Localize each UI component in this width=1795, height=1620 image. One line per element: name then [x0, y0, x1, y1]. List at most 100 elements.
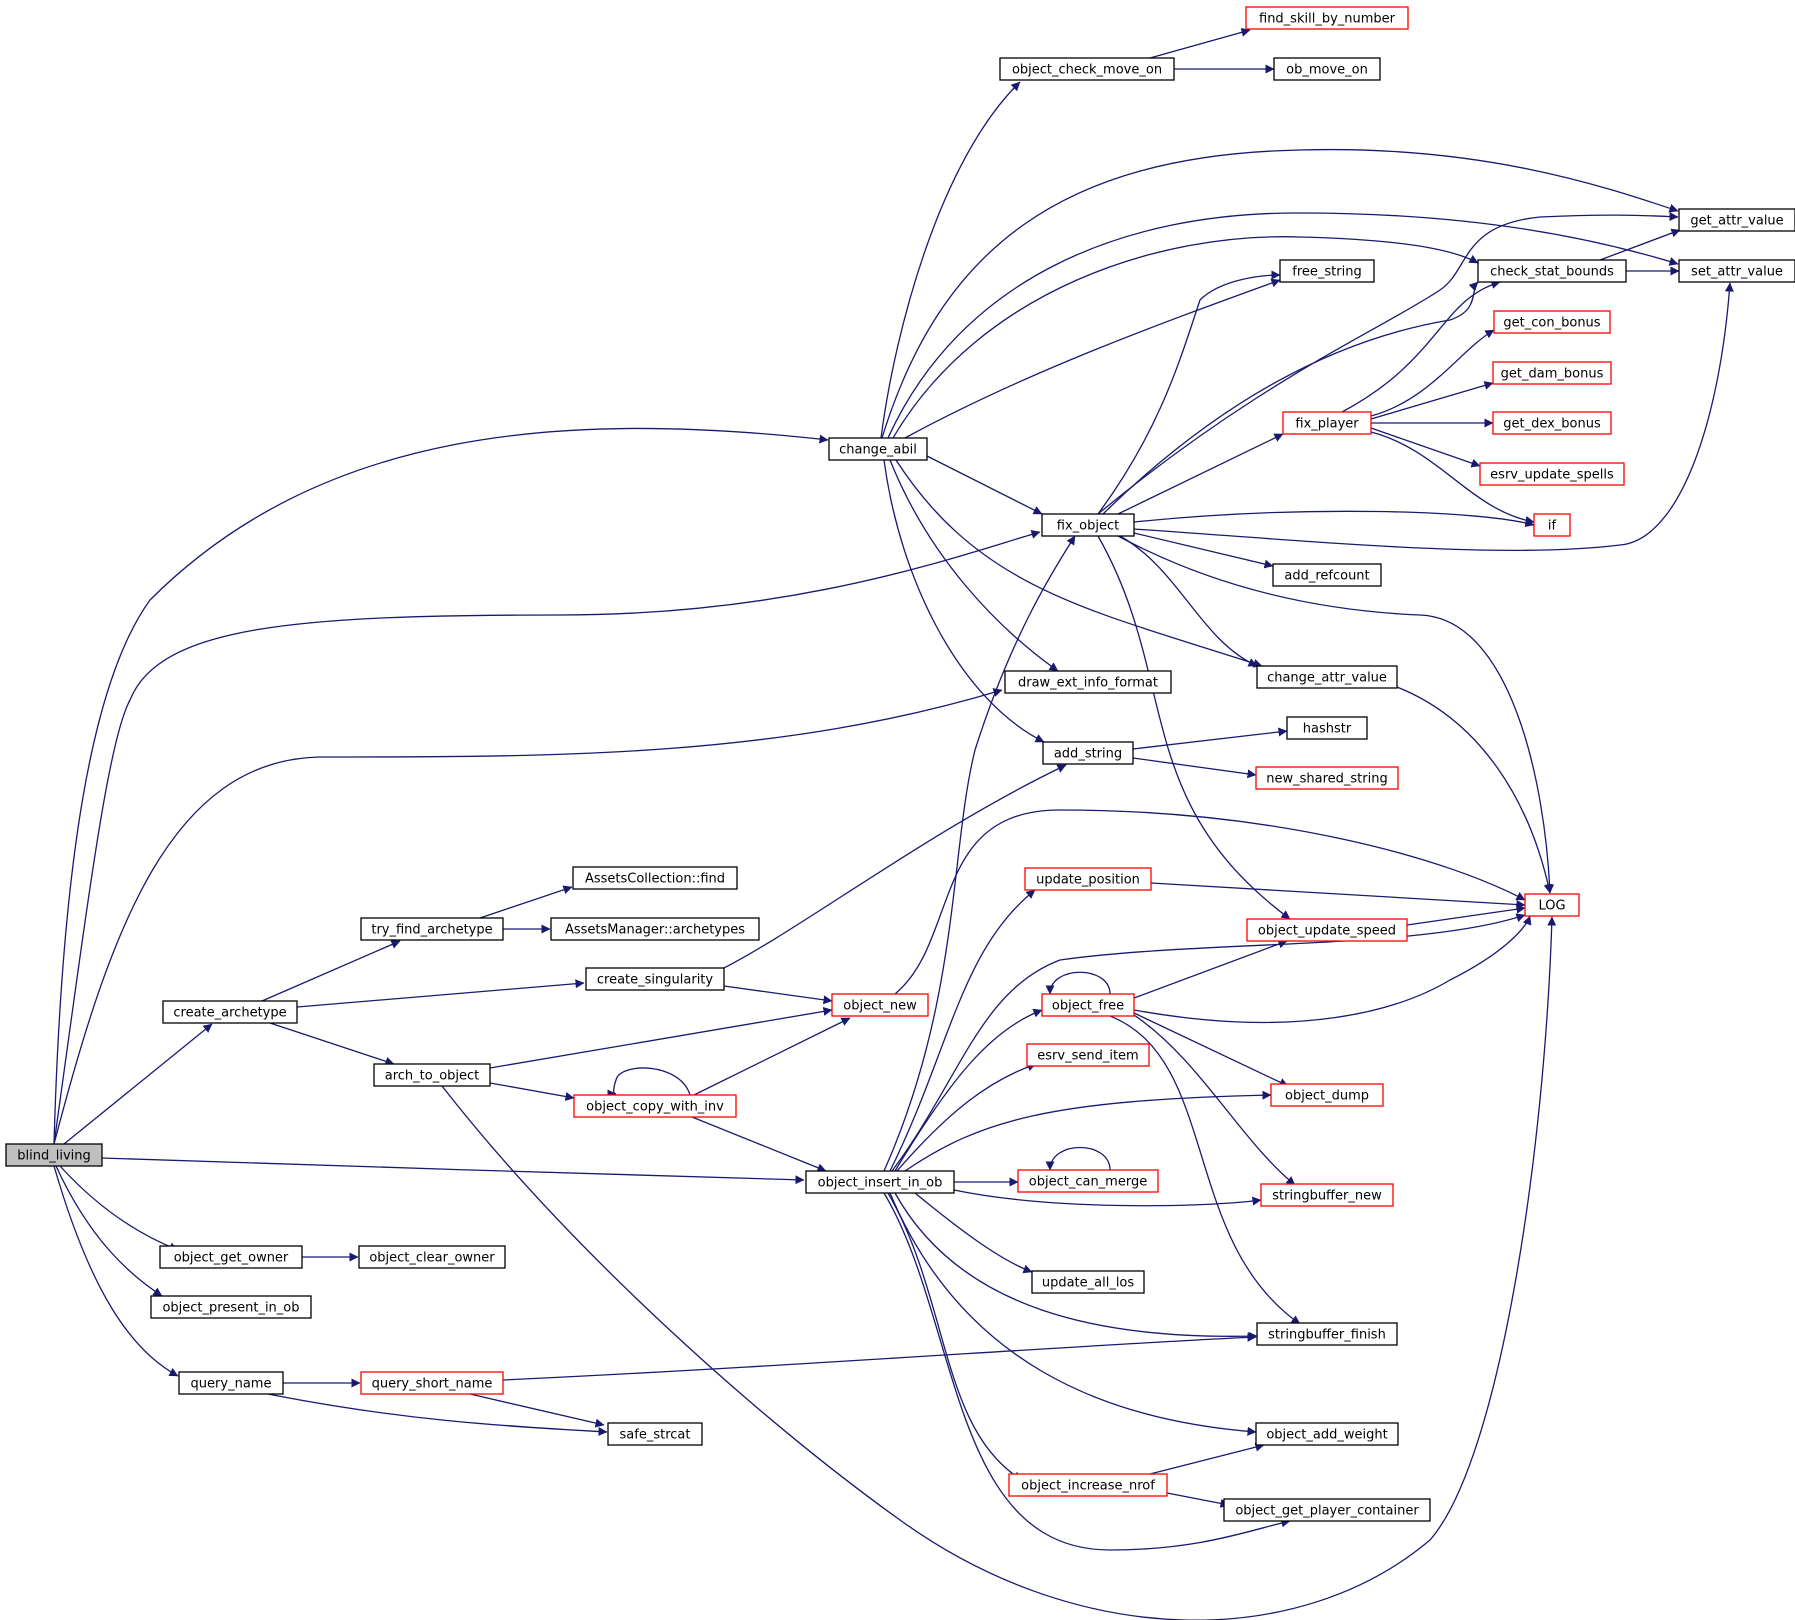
- node-change_attr_value[interactable]: change_attr_value: [1256, 665, 1398, 689]
- node-add_string[interactable]: add_string: [1042, 741, 1134, 765]
- edge-fix_object-to-free_string: [1097, 270, 1281, 515]
- node-update_position[interactable]: update_position: [1024, 867, 1152, 891]
- edge-add_string-to-hashstr: [1132, 727, 1288, 750]
- edge-object_insert_in_ob-to-object_add_weight: [889, 1192, 1257, 1436]
- edge-object_can_merge-to-object_can_merge: [1045, 1147, 1111, 1171]
- node-object_insert_in_ob[interactable]: object_insert_in_ob: [805, 1170, 955, 1194]
- node-object_add_weight[interactable]: object_add_weight: [1255, 1422, 1399, 1446]
- edge-change_abil-to-object_check_move_on: [880, 81, 1021, 439]
- node-object_dump[interactable]: object_dump: [1270, 1083, 1384, 1107]
- node-object_present_in_ob[interactable]: object_present_in_ob: [150, 1295, 312, 1319]
- edge-fix_object-to-get_attr_value: [1097, 212, 1679, 515]
- node-fix_player[interactable]: fix_player: [1282, 411, 1372, 435]
- node-box: [1260, 1183, 1394, 1207]
- node-label: AssetsCollection::find: [585, 872, 725, 887]
- edge-object_insert_in_ob-to-fix_object: [883, 535, 1076, 1172]
- node-esrv_update_spells[interactable]: esrv_update_spells: [1479, 462, 1625, 486]
- edge-fix_player-to-check_stat_bounds: [1341, 280, 1501, 413]
- node-set_attr_value[interactable]: set_attr_value: [1678, 259, 1795, 283]
- node-query_short_name[interactable]: query_short_name: [360, 1371, 504, 1395]
- edge-fix_object-to-add_refcount: [1133, 532, 1274, 569]
- node-label: LOG: [1538, 899, 1565, 914]
- edge-create_archetype-to-create_singularity: [296, 979, 585, 1008]
- node-label: get_attr_value: [1690, 214, 1783, 229]
- edge-create_archetype-to-arch_to_object: [269, 1022, 395, 1066]
- node-label: set_attr_value: [1691, 265, 1783, 280]
- node-object_copy_with_inv[interactable]: object_copy_with_inv: [573, 1094, 737, 1118]
- node-object_clear_owner[interactable]: object_clear_owner: [358, 1245, 506, 1269]
- node-add_refcount[interactable]: add_refcount: [1272, 563, 1382, 587]
- edge-try_find_archetype-to-assets_find: [479, 885, 573, 919]
- node-box: [607, 1422, 703, 1446]
- node-query_name[interactable]: query_name: [178, 1371, 284, 1395]
- edge-object_update_speed-to-LOG: [1406, 904, 1526, 926]
- node-change_abil[interactable]: change_abil: [828, 437, 928, 461]
- node-try_find_archetype[interactable]: try_find_archetype: [360, 917, 504, 941]
- node-get_attr_value[interactable]: get_attr_value: [1678, 208, 1795, 232]
- node-LOG[interactable]: LOG: [1524, 893, 1580, 917]
- edge-create_singularity-to-add_string: [719, 764, 1067, 971]
- node-label: query_name: [191, 1377, 272, 1392]
- node-if[interactable]: if: [1533, 513, 1571, 537]
- node-check_stat_bounds[interactable]: check_stat_bounds: [1477, 259, 1627, 283]
- node-object_can_merge[interactable]: object_can_merge: [1017, 1169, 1159, 1193]
- node-object_free[interactable]: object_free: [1041, 993, 1135, 1017]
- edge-change_abil-to-change_attr_value: [895, 459, 1263, 668]
- node-arch_to_object[interactable]: arch_to_object: [373, 1063, 491, 1087]
- node-label: free_string: [1292, 265, 1361, 280]
- node-get_dex_bonus[interactable]: get_dex_bonus: [1492, 411, 1612, 435]
- node-draw_ext_info_format[interactable]: draw_ext_info_format: [1004, 670, 1172, 694]
- node-label: try_find_archetype: [371, 923, 492, 938]
- node-hashstr[interactable]: hashstr: [1286, 716, 1368, 740]
- node-label: object_new: [843, 999, 917, 1014]
- node-box: [1273, 57, 1381, 81]
- node-get_con_bonus[interactable]: get_con_bonus: [1493, 310, 1611, 334]
- node-box: [550, 917, 760, 941]
- node-box: [1477, 259, 1627, 283]
- edge-fix_object-to-fix_player: [1117, 433, 1284, 515]
- node-box: [1256, 1322, 1398, 1346]
- node-free_string[interactable]: free_string: [1279, 259, 1375, 283]
- node-box: [1004, 670, 1172, 694]
- node-label: object_update_speed: [1258, 924, 1396, 939]
- node-label: get_dam_bonus: [1501, 367, 1604, 382]
- node-box: [1031, 1270, 1145, 1294]
- node-label: update_all_los: [1042, 1276, 1135, 1291]
- node-object_get_player_container[interactable]: object_get_player_container: [1223, 1498, 1431, 1522]
- node-blind_living[interactable]: blind_living: [5, 1143, 103, 1167]
- node-esrv_send_item[interactable]: esrv_send_item: [1026, 1043, 1150, 1067]
- edge-object_insert_in_ob-to-stringbuffer_new: [953, 1189, 1262, 1207]
- edge-blind_living-to-fix_object: [53, 530, 1041, 1145]
- edge-fix_player-to-get_con_bonus: [1370, 329, 1495, 417]
- node-new_shared_string[interactable]: new_shared_string: [1255, 766, 1399, 790]
- node-object_new[interactable]: object_new: [831, 993, 929, 1017]
- edge-object_insert_in_ob-to-update_all_los: [914, 1192, 1033, 1274]
- node-stringbuffer_new[interactable]: stringbuffer_new: [1260, 1183, 1394, 1207]
- node-label: fix_player: [1295, 417, 1359, 432]
- node-assets_archetypes[interactable]: AssetsManager::archetypes: [550, 917, 760, 941]
- node-object_increase_nrof[interactable]: object_increase_nrof: [1008, 1473, 1168, 1497]
- node-update_all_los[interactable]: update_all_los: [1031, 1270, 1145, 1294]
- node-box: [573, 1094, 737, 1118]
- node-box: [360, 917, 504, 941]
- node-create_archetype[interactable]: create_archetype: [162, 1000, 298, 1024]
- node-object_check_move_on[interactable]: object_check_move_on: [999, 57, 1175, 81]
- node-label: create_archetype: [173, 1006, 286, 1021]
- edge-object_free-to-stringbuffer_new: [1133, 1014, 1296, 1186]
- node-create_singularity[interactable]: create_singularity: [585, 967, 725, 991]
- edge-blind_living-to-query_name: [53, 1165, 179, 1377]
- node-get_dam_bonus[interactable]: get_dam_bonus: [1492, 361, 1612, 385]
- node-stringbuffer_finish[interactable]: stringbuffer_finish: [1256, 1322, 1398, 1346]
- node-box: [1492, 411, 1612, 435]
- node-box: [5, 1143, 103, 1167]
- node-find_skill_by_number[interactable]: find_skill_by_number: [1245, 6, 1409, 30]
- edge-object_insert_in_ob-to-object_get_player_container: [883, 1192, 1291, 1551]
- node-object_get_owner[interactable]: object_get_owner: [159, 1245, 303, 1269]
- node-box: [1492, 361, 1612, 385]
- node-safe_strcat[interactable]: safe_strcat: [607, 1422, 703, 1446]
- node-object_update_speed[interactable]: object_update_speed: [1246, 918, 1408, 942]
- node-ob_move_on[interactable]: ob_move_on: [1273, 57, 1381, 81]
- node-assets_find[interactable]: AssetsCollection::find: [572, 866, 738, 890]
- edge-object_copy_with_inv-to-object_insert_in_ob: [691, 1116, 827, 1172]
- node-fix_object[interactable]: fix_object: [1041, 513, 1135, 537]
